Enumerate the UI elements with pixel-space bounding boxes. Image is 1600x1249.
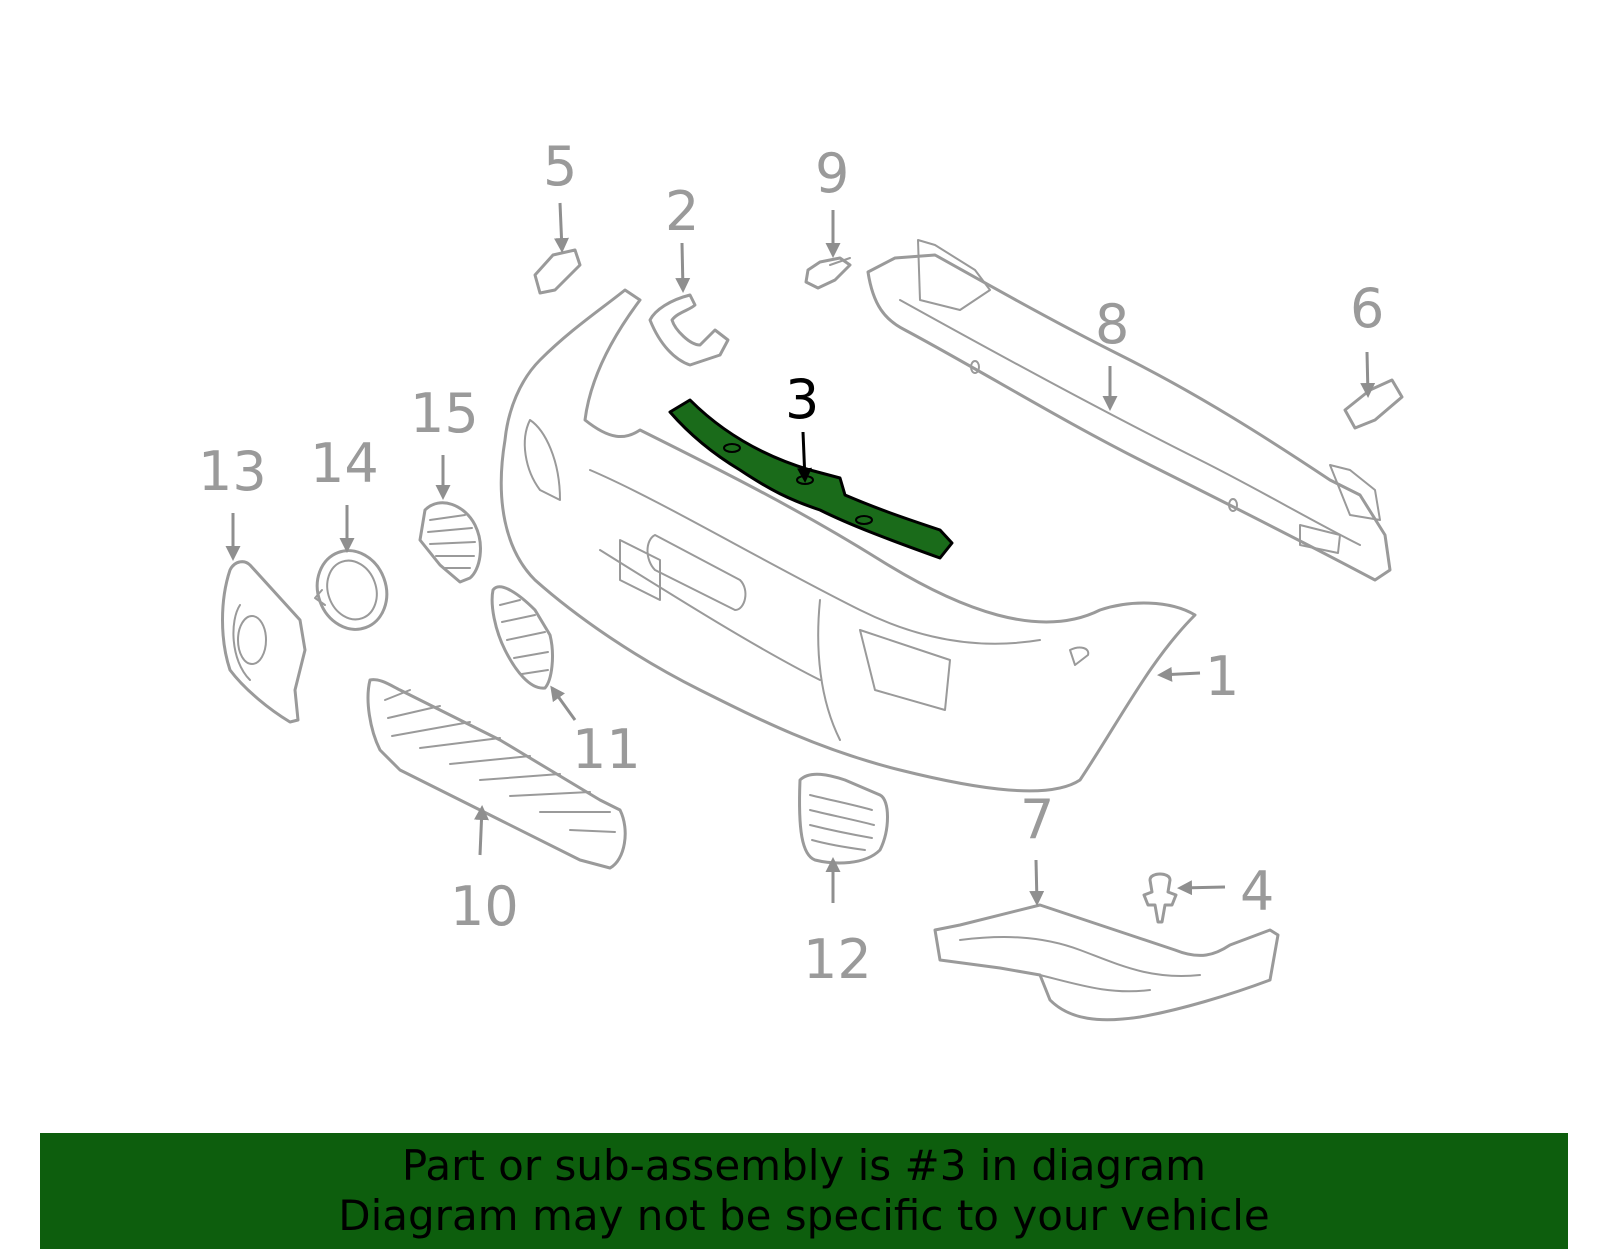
callout-13[interactable]: 13 <box>198 440 267 503</box>
info-banner: Part or sub-assembly is #3 in diagram Di… <box>40 1133 1568 1249</box>
part-4-clip[interactable] <box>1142 872 1178 924</box>
parts-diagram: 1 2 3 4 5 6 7 8 9 10 11 12 13 14 15 <box>198 135 1404 1022</box>
part-11-side-grille[interactable] <box>490 585 554 690</box>
part-6-clip[interactable] <box>1343 378 1404 430</box>
banner-line-1: Part or sub-assembly is #3 in diagram <box>401 1141 1207 1190</box>
leader-arrows <box>225 202 1376 906</box>
callout-10[interactable]: 10 <box>450 875 519 938</box>
callout-2[interactable]: 2 <box>665 180 699 243</box>
callout-8[interactable]: 8 <box>1095 293 1129 356</box>
callout-5[interactable]: 5 <box>543 135 577 198</box>
part-9-bolt[interactable] <box>804 256 852 290</box>
callout-14[interactable]: 14 <box>310 432 379 495</box>
callout-11[interactable]: 11 <box>572 718 641 781</box>
part-12-corner-grille[interactable] <box>798 772 889 865</box>
callout-7[interactable]: 7 <box>1020 788 1054 851</box>
callout-12[interactable]: 12 <box>803 928 872 991</box>
part-13-side-cover[interactable] <box>221 560 307 724</box>
callout-6[interactable]: 6 <box>1350 277 1384 340</box>
part-5-clip[interactable] <box>533 248 582 295</box>
callout-9[interactable]: 9 <box>815 142 849 205</box>
part-7-lower-bracket[interactable] <box>933 903 1280 1022</box>
part-2-bracket[interactable] <box>648 293 730 367</box>
part-8-reinforcement-beam[interactable] <box>866 239 1392 582</box>
banner-line-2: Diagram may not be specific to your vehi… <box>338 1191 1270 1240</box>
part-1-bumper-cover[interactable] <box>499 288 1197 793</box>
callout-1[interactable]: 1 <box>1205 645 1239 708</box>
callout-15[interactable]: 15 <box>410 382 479 445</box>
part-10-lower-grille[interactable] <box>366 678 627 870</box>
callout-labels: 1 2 3 4 5 6 7 8 9 10 11 12 13 14 15 <box>198 135 1384 991</box>
callout-4[interactable]: 4 <box>1240 860 1274 923</box>
part-15-round-grille[interactable] <box>418 501 482 584</box>
callout-3[interactable]: 3 <box>785 368 819 431</box>
part-14-fog-lamp-ring[interactable] <box>306 541 397 639</box>
